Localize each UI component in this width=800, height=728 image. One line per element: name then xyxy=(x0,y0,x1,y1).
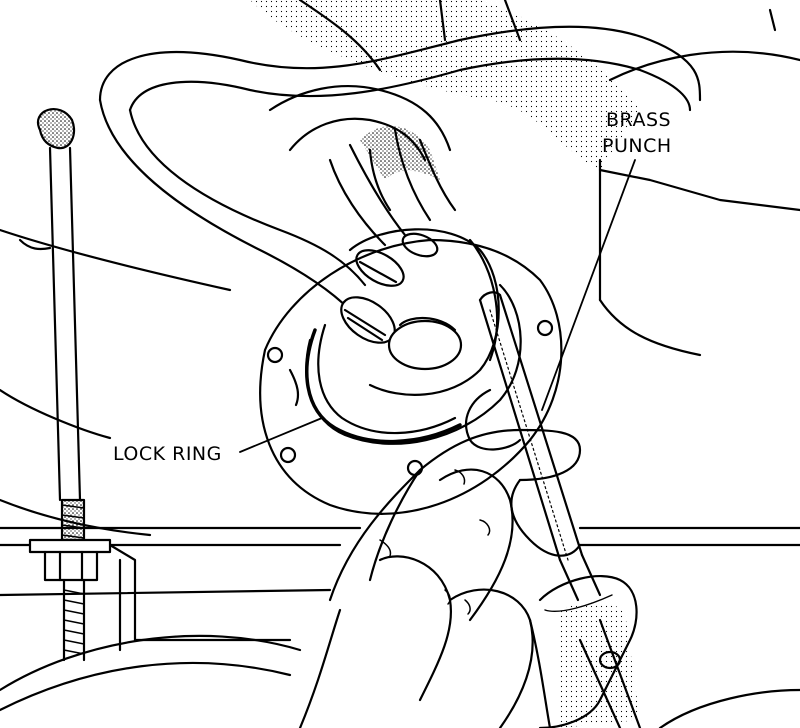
sender-unit xyxy=(348,228,500,396)
lock-ring xyxy=(288,323,462,444)
label-lock-ring: LOCK RING xyxy=(113,443,222,465)
tank-frame xyxy=(0,158,800,652)
leader-lines xyxy=(239,159,636,453)
mounting-bolt xyxy=(28,108,112,662)
brass-punch xyxy=(478,291,602,602)
brass-punch-leader xyxy=(541,159,636,411)
hand xyxy=(298,388,582,728)
label-brass: BRASS xyxy=(606,109,672,131)
lock-ring-leader xyxy=(239,417,323,453)
fuel-hoses xyxy=(98,25,702,312)
stippled-surface xyxy=(250,0,640,170)
label-punch: PUNCH xyxy=(602,135,672,157)
hammer-shading xyxy=(560,602,640,728)
hose-clamps xyxy=(340,232,439,344)
hose-shading xyxy=(360,126,440,180)
foreground-curves xyxy=(0,634,800,728)
